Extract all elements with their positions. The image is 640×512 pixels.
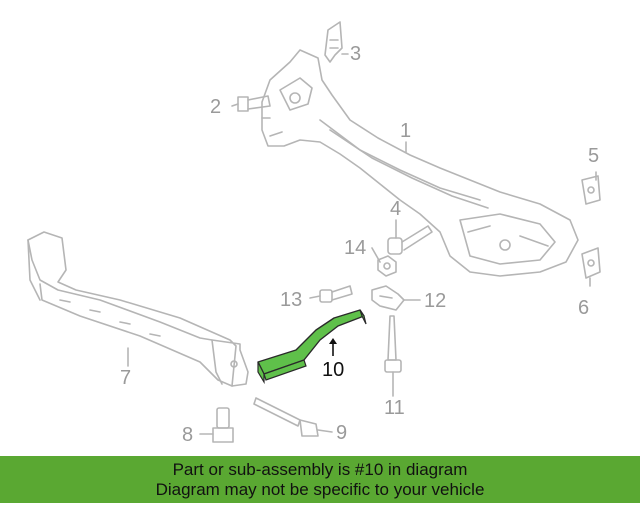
part-3-bracket bbox=[324, 21, 343, 63]
part-4-bolt bbox=[387, 225, 433, 255]
part-13-bolt bbox=[319, 285, 353, 303]
parts-diagram: 3 2 1 5 4 14 13 12 6 10 7 11 8 9 bbox=[27, 21, 601, 446]
part-8-bolt bbox=[212, 407, 234, 443]
callout-13: 13 bbox=[280, 289, 303, 311]
callout-11: 11 bbox=[384, 397, 405, 419]
callout-6: 6 bbox=[578, 297, 590, 319]
callout-14: 14 bbox=[344, 237, 367, 259]
callout-8: 8 bbox=[182, 424, 194, 446]
banner-line-1: Part or sub-assembly is #10 in diagram bbox=[172, 460, 468, 479]
leader-lines bbox=[127, 53, 597, 435]
part-12-bracket bbox=[371, 285, 405, 311]
part-1-crossmember bbox=[261, 49, 579, 277]
part-6-clip bbox=[581, 247, 601, 279]
callout-4: 4 bbox=[390, 198, 402, 220]
part-11-bolt bbox=[384, 315, 402, 373]
callout-3: 3 bbox=[350, 43, 362, 65]
part-10-highlighted-bracket[interactable] bbox=[257, 309, 367, 385]
callout-12: 12 bbox=[424, 290, 447, 312]
part-9-bolt bbox=[253, 397, 319, 437]
callout-7: 7 bbox=[120, 367, 132, 389]
callout-10[interactable]: 10 bbox=[322, 359, 345, 381]
callout-1: 1 bbox=[400, 120, 412, 142]
part-7-tie-bar bbox=[27, 231, 249, 387]
part-2-bolt bbox=[237, 95, 271, 112]
part-14-nut bbox=[377, 255, 397, 277]
part-10-arrowhead bbox=[329, 338, 337, 344]
part-5-clip bbox=[581, 175, 601, 205]
banner-line-2: Diagram may not be specific to your vehi… bbox=[155, 480, 485, 499]
callout-9: 9 bbox=[336, 422, 348, 444]
callout-2: 2 bbox=[210, 96, 222, 118]
callout-5: 5 bbox=[588, 145, 600, 167]
info-banner: Part or sub-assembly is #10 in diagram D… bbox=[0, 456, 640, 503]
